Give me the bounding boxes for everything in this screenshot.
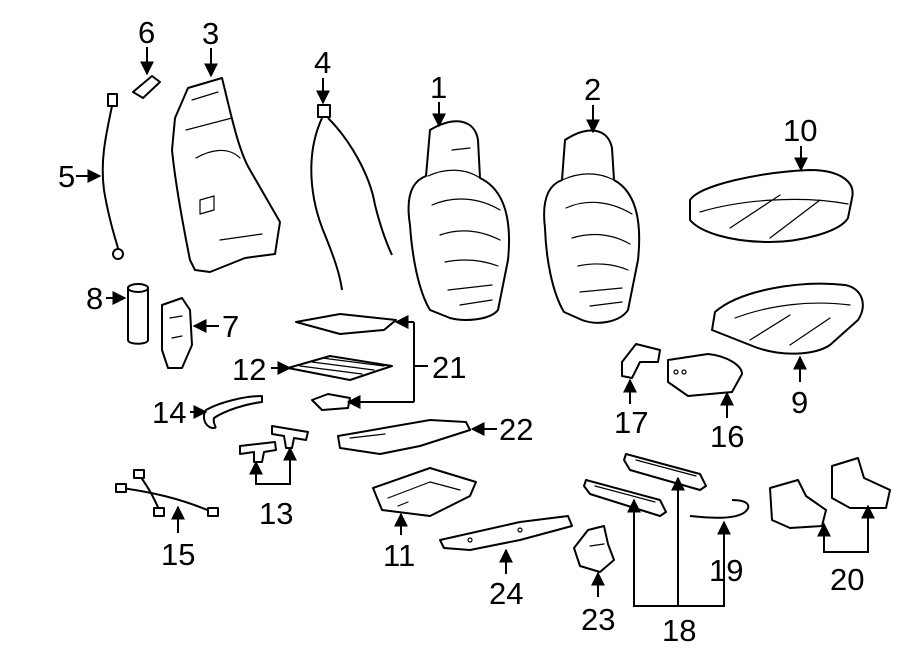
- part-16-trim-panel: [667, 353, 743, 397]
- callout-10-label: 10: [783, 113, 817, 148]
- callout-21-label: 21: [432, 350, 466, 385]
- callout-1-label: 1: [430, 70, 447, 105]
- callout-6: 6: [138, 15, 155, 76]
- part-18-seat-tracks: [583, 453, 707, 517]
- part-2-seat-back-assembly: [543, 129, 641, 324]
- callout-19: 19: [709, 520, 743, 588]
- callout-20: 20: [817, 504, 875, 597]
- callout-2-label: 2: [584, 72, 601, 107]
- callout-7: 7: [192, 309, 239, 344]
- part-10-seat-cushion: [689, 169, 854, 243]
- callout-9-label: 9: [791, 385, 808, 420]
- callout-15: 15: [161, 505, 195, 572]
- callout-21: 21: [346, 315, 466, 409]
- callout-18: 18: [627, 476, 725, 648]
- part-4-cable: [310, 104, 393, 291]
- callout-16-label: 16: [710, 419, 744, 454]
- callout-17: 17: [614, 378, 648, 440]
- callout-10: 10: [783, 113, 817, 172]
- callout-5: 5: [58, 159, 102, 194]
- part-21-lumbar-module: [295, 313, 397, 411]
- callout-23: 23: [581, 571, 615, 637]
- part-13-clips: [239, 425, 309, 463]
- callout-8-label: 8: [86, 281, 103, 316]
- callout-11: 11: [383, 512, 415, 573]
- part-19-wire-rod: [689, 499, 750, 519]
- callout-19-label: 19: [709, 553, 743, 588]
- callout-17-label: 17: [614, 405, 648, 440]
- part-1-seat-back-assembly: [407, 120, 511, 321]
- callout-13-label: 13: [259, 496, 293, 531]
- callout-24-label: 24: [489, 576, 523, 611]
- callout-3-label: 3: [202, 16, 219, 51]
- part-7-bracket: [161, 297, 193, 369]
- callout-18-label: 18: [662, 613, 696, 648]
- part-17-trim-cover: [621, 343, 661, 379]
- callout-7-label: 7: [222, 309, 239, 344]
- callout-16: 16: [710, 391, 744, 454]
- part-8-cylinder: [127, 283, 149, 345]
- callout-12: 12: [232, 352, 292, 387]
- callout-24: 24: [489, 548, 523, 611]
- callout-14-label: 14: [152, 395, 186, 430]
- part-11-seat-pan: [372, 467, 477, 517]
- callout-2: 2: [584, 72, 601, 134]
- callout-20-label: 20: [830, 562, 864, 597]
- part-12-lumbar-mat: [287, 355, 393, 381]
- part-6-pad: [132, 75, 161, 99]
- part-24-support-plate: [439, 515, 573, 551]
- callout-13: 13: [249, 446, 297, 531]
- callout-14: 14: [152, 395, 208, 430]
- part-22-insulator-pad: [337, 419, 471, 455]
- part-20-track-covers: [769, 457, 891, 529]
- part-9-cushion-frame: [711, 282, 864, 355]
- callout-22: 22: [470, 412, 533, 447]
- callout-3: 3: [202, 16, 219, 78]
- callout-23-label: 23: [581, 602, 615, 637]
- callout-8: 8: [86, 281, 127, 316]
- part-5-cable: [101, 93, 124, 260]
- part-23-bracket: [573, 525, 615, 573]
- callout-4: 4: [314, 45, 331, 105]
- callout-12-label: 12: [232, 352, 266, 387]
- callout-15-label: 15: [161, 537, 195, 572]
- callout-6-label: 6: [138, 15, 155, 50]
- callout-11-label: 11: [383, 538, 415, 573]
- part-3-seat-back-frame: [171, 77, 281, 273]
- part-14-strap: [203, 395, 263, 429]
- part-15-harness: [115, 469, 219, 517]
- callout-5-label: 5: [58, 159, 75, 194]
- callout-1: 1: [430, 70, 447, 128]
- callout-9: 9: [791, 355, 808, 420]
- callout-4-label: 4: [314, 45, 331, 80]
- callout-22-label: 22: [499, 412, 533, 447]
